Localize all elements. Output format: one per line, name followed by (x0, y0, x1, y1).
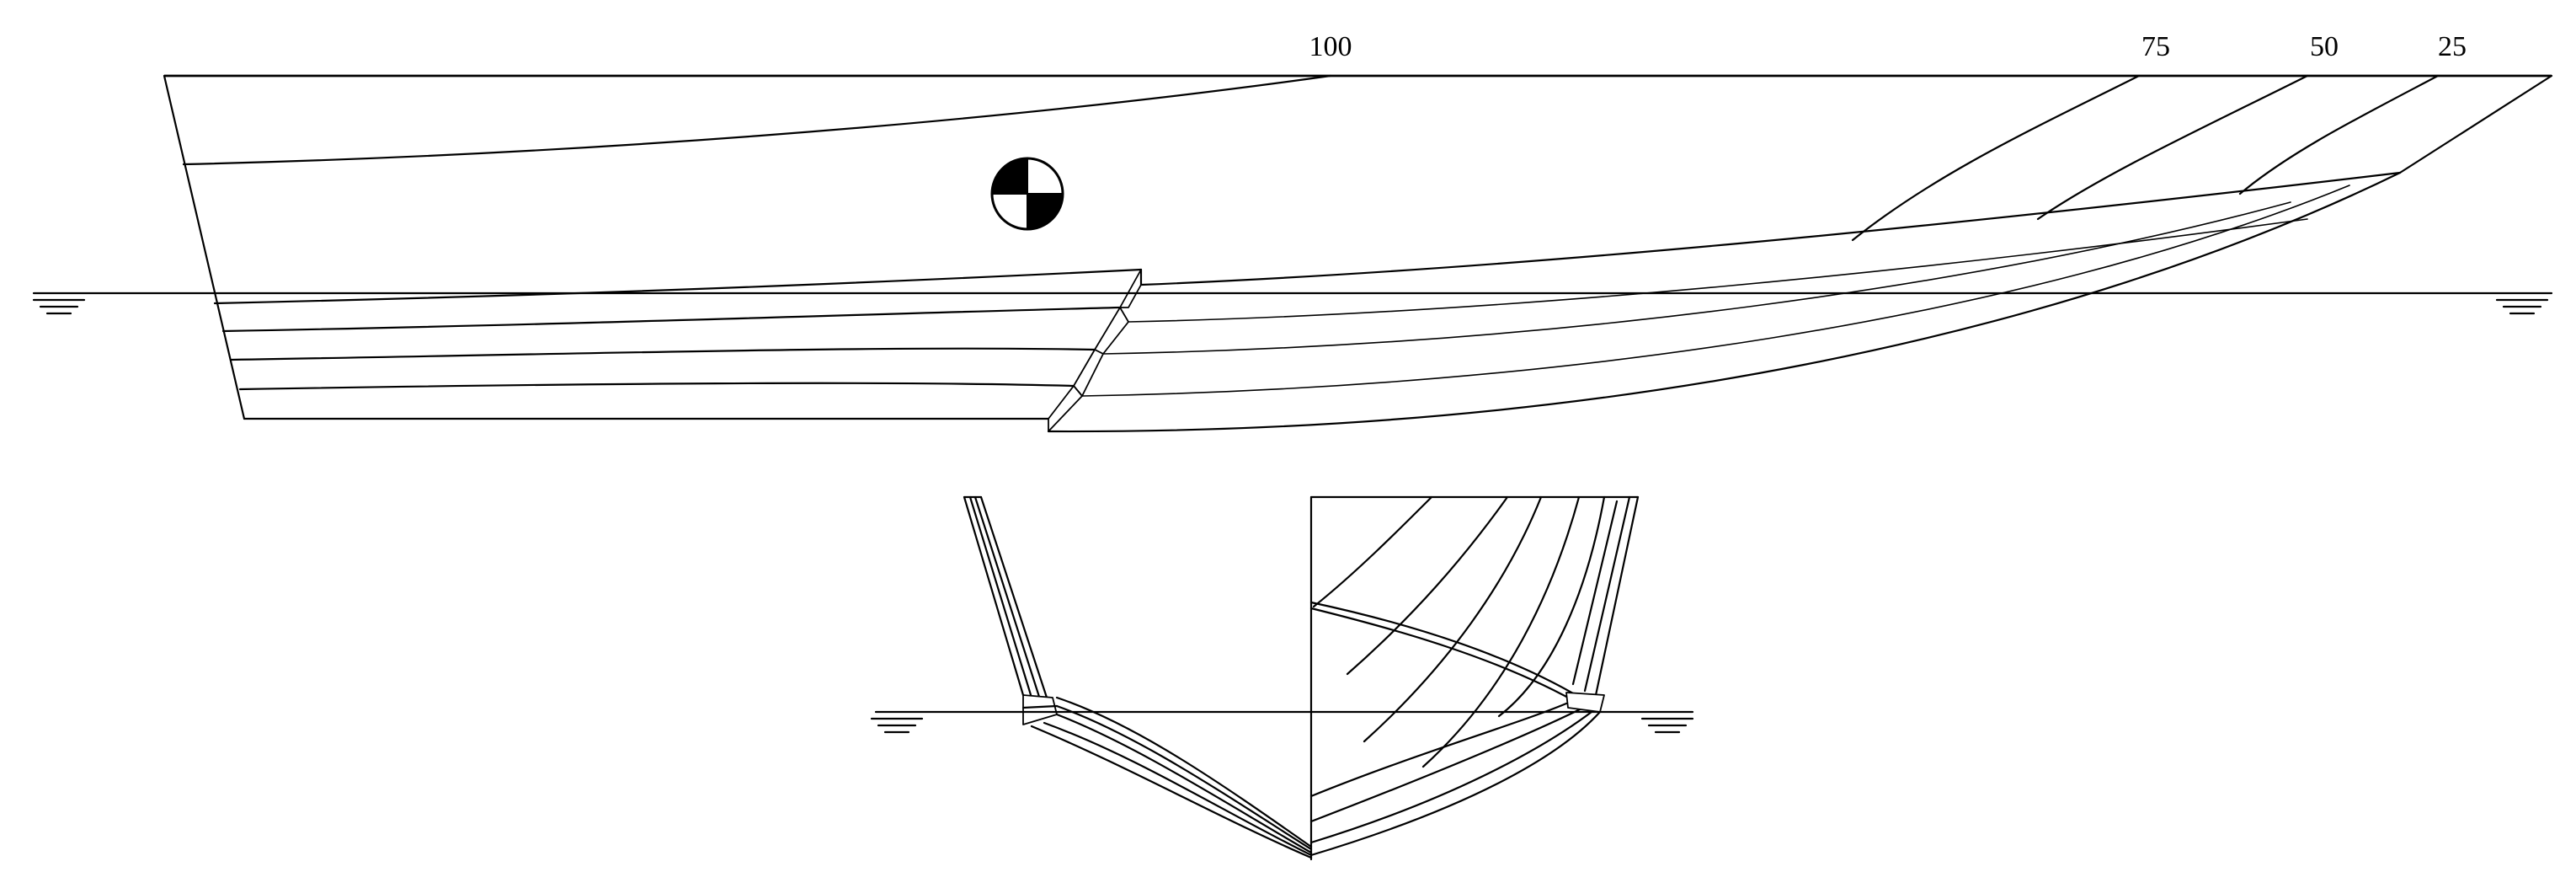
aft-strake-4 (238, 382, 1075, 391)
aft-strake-2 (221, 306, 1122, 333)
transom-line (163, 74, 246, 420)
aft-strake-1 (213, 268, 1143, 305)
buttock-50-line (2036, 74, 2309, 221)
buttock-25-line (2238, 74, 2440, 195)
profile-view: 100 75 50 25 (32, 31, 2553, 433)
forward-chine-line (1139, 171, 2402, 286)
buttock-label-50: 50 (2310, 31, 2339, 62)
aft-strake-3 (230, 347, 1096, 361)
step-face-4 (1048, 385, 1083, 432)
hull-steps (1048, 268, 1143, 432)
step-face-2 (1094, 307, 1129, 355)
forward-sections (1309, 495, 1640, 857)
keel-profile-line (1047, 171, 2402, 433)
step-face-3 (1073, 349, 1104, 397)
bottom-line-2 (1102, 201, 2291, 355)
buttock-label-100: 100 (1309, 31, 1352, 62)
center-of-gravity-icon (990, 157, 1064, 231)
stem-line (2398, 74, 2553, 174)
buttock-75-line (1851, 74, 2141, 242)
waterline-symbol-left (32, 298, 86, 315)
body-plan-view (870, 495, 1694, 861)
body-plan-waterline-symbol-right (1640, 717, 1694, 734)
buttock-label-75: 75 (2141, 31, 2170, 62)
bottom-line-3 (1081, 185, 2350, 397)
aft-sections (963, 495, 1313, 859)
waterline-symbol-right (2495, 298, 2549, 315)
step-face-1 (1119, 269, 1142, 308)
aft-keel-line (243, 417, 1050, 420)
buttock-label-25: 25 (2438, 31, 2467, 62)
bottom-line-1 (1128, 218, 2308, 323)
body-plan-waterline-symbol-left (870, 717, 924, 734)
chine-line (182, 74, 1332, 166)
